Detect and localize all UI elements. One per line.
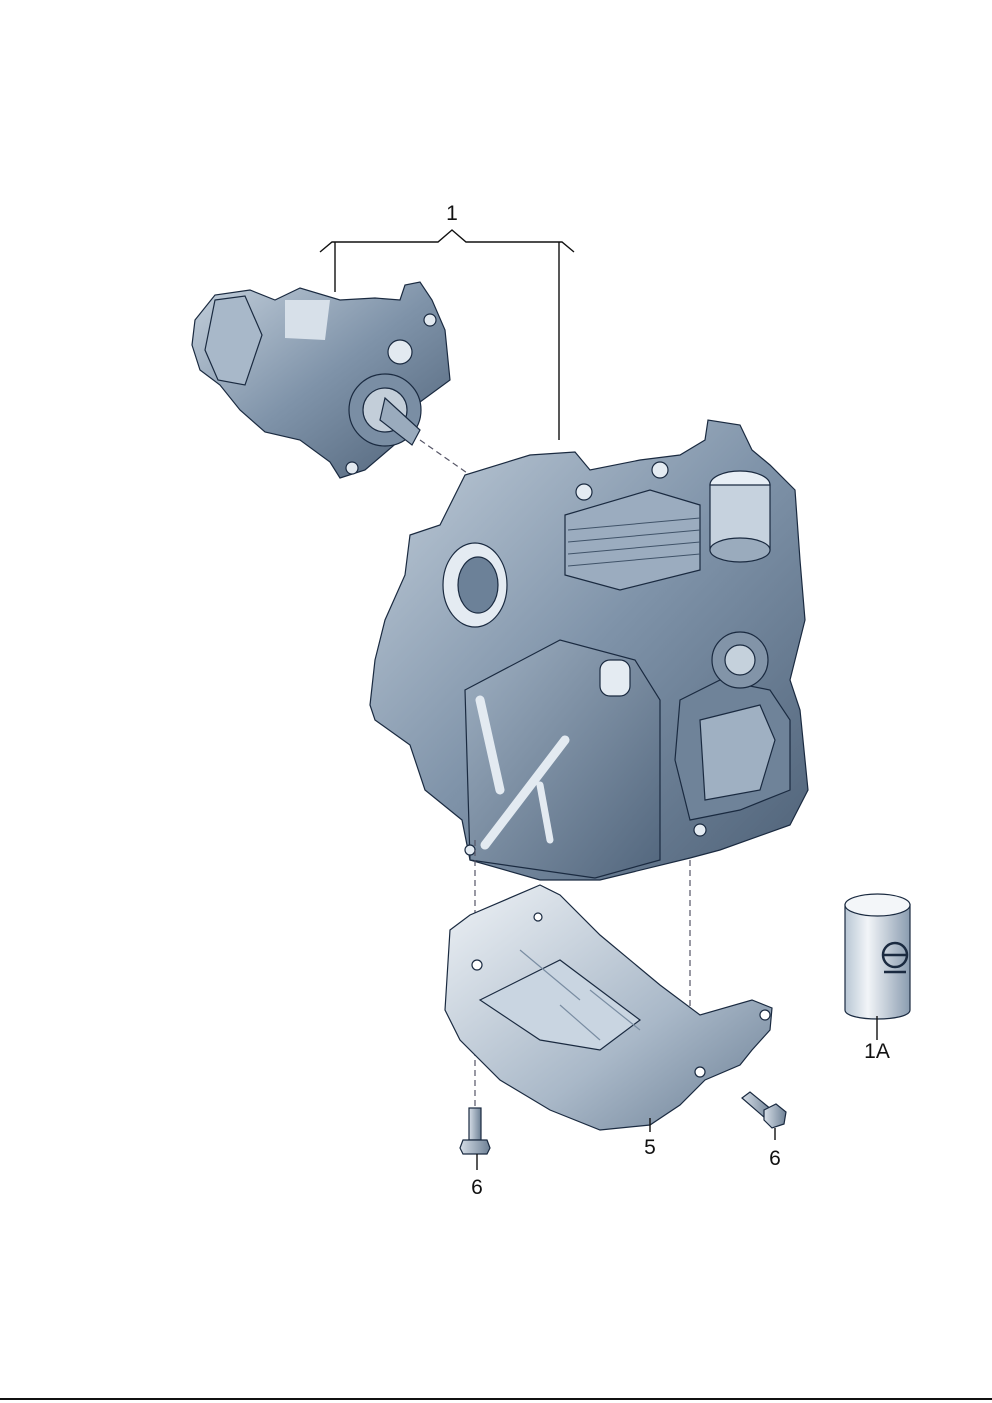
bolt-left: [459, 1107, 491, 1155]
bottom-rule: [0, 1398, 992, 1400]
oil-can-logo: [881, 941, 909, 974]
alignment-line: [419, 439, 471, 476]
callout-5: 5: [644, 1136, 656, 1159]
callout-1: 1: [446, 202, 458, 225]
callout-1-bracket: [319, 229, 575, 440]
callout-1a: 1A: [864, 1040, 890, 1063]
oil-can: [844, 893, 911, 1020]
gearbox-shield: [444, 884, 773, 1131]
bolt-right: [741, 1091, 787, 1129]
callout-6-right: 6: [769, 1147, 781, 1170]
callout-6-left: 6: [471, 1176, 483, 1199]
transfer-case: [191, 281, 451, 479]
gearbox-housing: [369, 419, 809, 881]
